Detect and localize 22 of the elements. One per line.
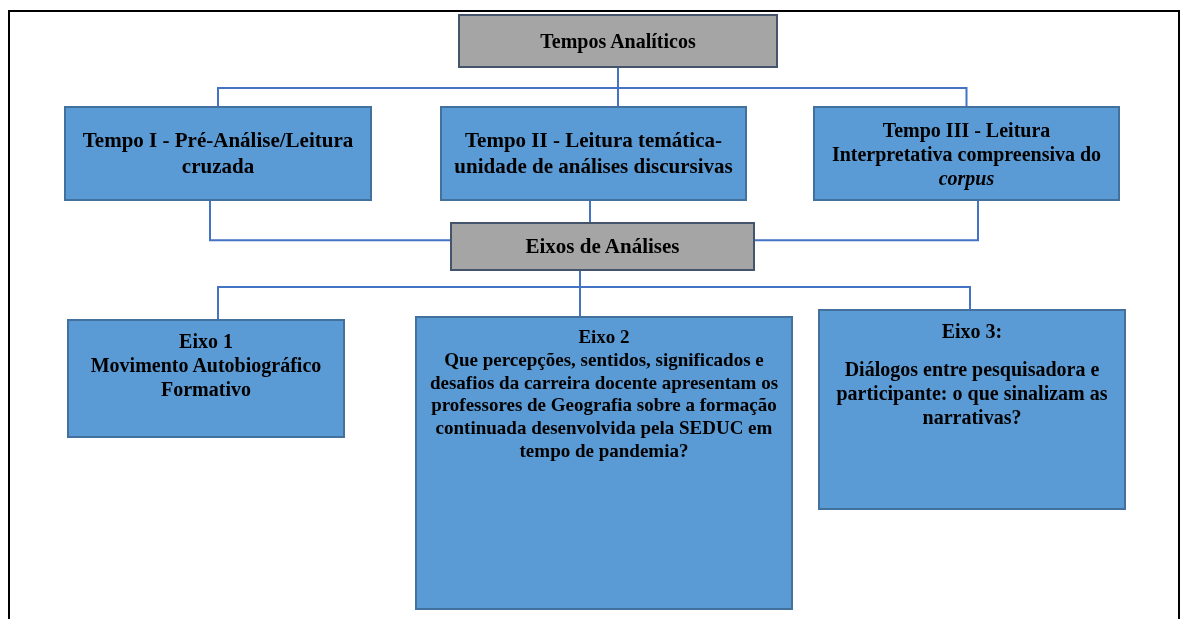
heading-box [450, 222, 755, 271]
box-heading: Eixo 1 [179, 329, 233, 353]
process-box [415, 316, 793, 610]
box-heading: Eixo 3: [941, 319, 1003, 343]
box-heading: Eixo 2 [578, 326, 630, 349]
heading-box [458, 14, 778, 68]
process-box [813, 106, 1120, 201]
box-text: Tempo II - Leitura temática- unidade de análises discursivas [453, 128, 734, 179]
process-box [64, 106, 372, 201]
box-text: Tempos Analíticos [540, 29, 696, 53]
box-text: Eixos de Análises [525, 233, 680, 260]
process-box [818, 309, 1126, 510]
box-text: Diálogos entre pesquisadora e participante: o que sinalizam as narrativas? [835, 357, 1109, 429]
box-text: Movimento Autobiográfico Formativo [89, 353, 323, 401]
connector-line [754, 200, 979, 242]
connector-line [589, 200, 591, 223]
process-box [67, 319, 345, 438]
box-text: Tempo III - Leitura Interpretativa compreensiva do corpus [830, 117, 1103, 190]
process-box [440, 106, 747, 201]
box-text: Tempo I - Pré-Análise/Leitura cruzada [81, 128, 355, 179]
connector-line [209, 200, 451, 242]
box-text: Que percepções, sentidos, significados e desafios da carreira docente apresentam os professores de Geografia sobre a formação continuada desenvolvida pela SEDUC em tempo de pandemia? [428, 348, 780, 463]
